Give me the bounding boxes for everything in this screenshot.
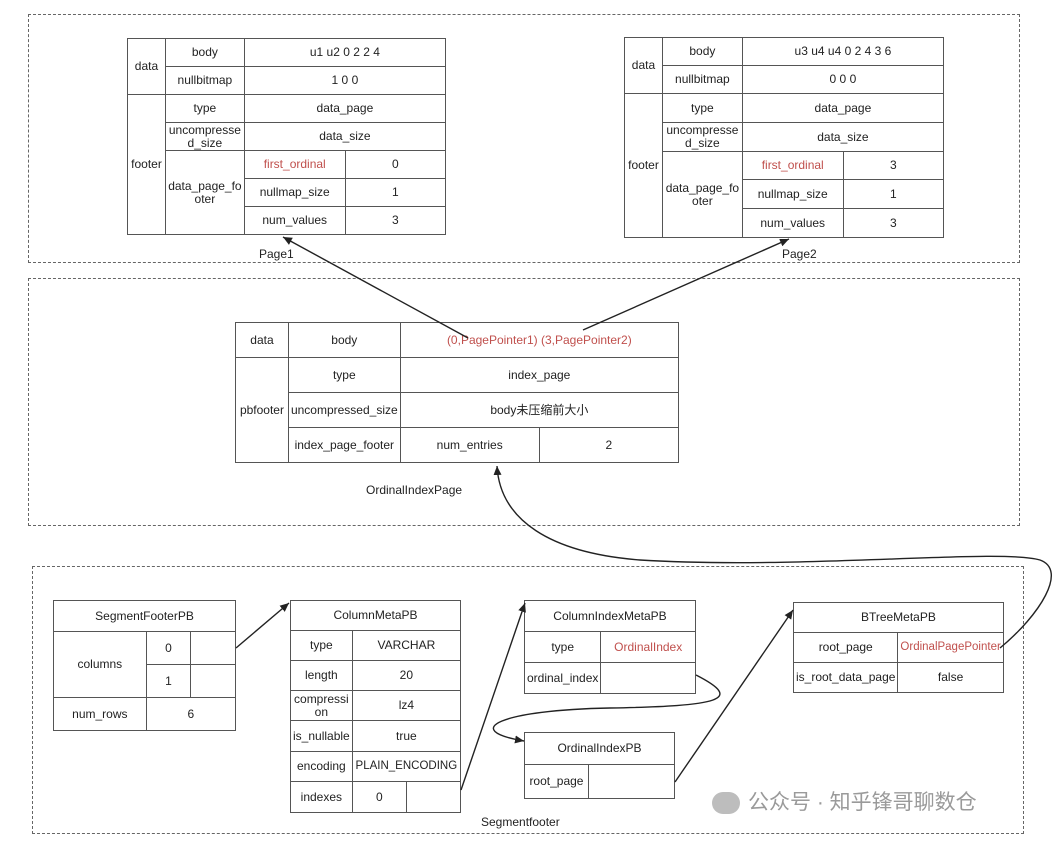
btpb-is-root-data-page-key: is_root_data_page: [792, 662, 899, 693]
arrow-pointer1-to-page1: [282, 236, 469, 339]
arrow-rootpage-to-btreemeta: [674, 609, 794, 783]
cmpb-indexes-ptr: [405, 781, 462, 813]
page2-num-values-key: num_values: [741, 208, 844, 238]
index-type-key: type: [287, 357, 401, 393]
page2-label: Page2: [782, 247, 817, 261]
index-uncompressed-value: body未压缩前大小: [399, 392, 680, 428]
btpb-title: BTreeMetaPB: [793, 602, 1004, 633]
page2-uncompressed-value: data_size: [741, 122, 945, 152]
index-page-table: data body (0,PagePointer1) (3,PagePointe…: [235, 322, 680, 463]
page1-label: Page1: [259, 247, 294, 261]
page2-body-value: u3 u4 u4 0 2 4 3 6: [741, 37, 945, 66]
page1-nullmap-size-value: 1: [344, 178, 447, 207]
page1-nullbitmap-key: nullbitmap: [164, 66, 245, 95]
page1-uncompressed-key: uncompressed_size: [164, 122, 245, 151]
sfpb-title: SegmentFooterPB: [53, 600, 236, 632]
page2-dpf-key: data_page_footer: [661, 151, 743, 238]
cmpb-indexes-value: 0: [351, 781, 407, 813]
cimpb-type-key: type: [523, 631, 602, 663]
arrow-indexes-to-columnindexmeta: [460, 602, 526, 791]
page2-nullmap-size-value: 1: [842, 179, 945, 209]
page1-type-key: type: [164, 94, 245, 123]
page1-table: data body u1 u2 0 2 2 4 nullbitmap 1 0 0…: [127, 38, 447, 235]
index-num-entries-value: 2: [538, 427, 680, 463]
cmpb-compression-key: compression: [290, 690, 353, 721]
segment-footer-pb-table: SegmentFooterPB columns 0 1 num_rows 6: [53, 600, 237, 731]
cmpb-compression-value: lz4: [351, 690, 462, 721]
segment-footer-label: Segmentfooter: [481, 815, 560, 829]
arrow-pointer2-to-page2: [582, 238, 790, 331]
btpb-root-page-value: OrdinalPagePointer: [897, 632, 1004, 663]
index-body-value: (0,PagePointer1) (3,PagePointer2): [399, 322, 680, 358]
cmpb-title: ColumnMetaPB: [290, 600, 461, 631]
sfpb-col0-ptr: [190, 631, 236, 665]
page2-type-key: type: [661, 93, 743, 123]
page2-table: data body u3 u4 u4 0 2 4 3 6 nullbitmap …: [624, 37, 945, 238]
btpb-is-root-data-page-value: false: [897, 662, 1004, 693]
page2-nullmap-size-key: nullmap_size: [741, 179, 844, 209]
index-page-label: OrdinalIndexPage: [366, 483, 463, 497]
page1-num-values-key: num_values: [243, 206, 346, 235]
watermark-text: 公众号 · 知乎锋哥聊数仓: [748, 791, 977, 814]
cmpb-indexes-key: indexes: [290, 781, 353, 813]
cmpb-is-nullable-value: true: [351, 720, 462, 752]
page1-uncompressed-value: data_size: [243, 122, 447, 151]
watermark: 公众号 · 知乎锋哥聊数仓: [712, 786, 977, 816]
arrow-columns-to-columnmeta: [235, 602, 290, 649]
page1-nullbitmap-value: 1 0 0: [243, 66, 447, 95]
arrow-btree-rootpage-to-indexpage: [493, 465, 1052, 649]
index-pbfooter-label: pbfooter: [235, 357, 289, 463]
page1-type-value: data_page: [243, 94, 447, 123]
cimpb-ordinal-index-key: ordinal_index: [523, 662, 602, 694]
sfpb-columns-key: columns: [53, 631, 147, 698]
cmpb-length-value: 20: [351, 660, 462, 691]
index-page-frame: [28, 278, 1020, 526]
btree-meta-pb-table: BTreeMetaPB root_page OrdinalPagePointer…: [792, 602, 1004, 693]
pages-frame: [28, 14, 1020, 263]
sfpb-num-rows-value: 6: [145, 697, 237, 731]
page1-data-label: data: [127, 38, 166, 95]
page2-num-values-value: 3: [842, 208, 945, 238]
segment-footer-frame: [32, 566, 1024, 834]
column-index-meta-pb-table: ColumnIndexMetaPB type OrdinalIndex ordi…: [523, 600, 696, 694]
page2-first-ordinal-value: 3: [842, 151, 945, 180]
page1-dpf-key: data_page_footer: [164, 150, 245, 235]
btpb-root-page-key: root_page: [792, 632, 899, 663]
ordinal-index-pb-table: OrdinalIndexPB root_page: [524, 732, 676, 799]
page2-footer-label: footer: [624, 93, 663, 238]
sfpb-col1-ptr: [190, 664, 236, 698]
index-ipf-key: index_page_footer: [287, 427, 401, 463]
oipb-root-page-ptr: [587, 764, 676, 799]
page1-footer-label: footer: [127, 94, 166, 235]
arrow-ordinalindex-to-ordinalindexpb: [492, 674, 721, 744]
cmpb-length-key: length: [290, 660, 353, 691]
sfpb-col1: 1: [145, 664, 192, 698]
page1-num-values-value: 3: [344, 206, 447, 235]
cimpb-ordinal-index-ptr: [600, 662, 696, 694]
cmpb-is-nullable-key: is_nullable: [290, 720, 353, 752]
oipb-title: OrdinalIndexPB: [524, 732, 675, 765]
page1-body-value: u1 u2 0 2 2 4: [243, 38, 447, 67]
column-meta-pb-table: ColumnMetaPB type VARCHAR length 20 comp…: [290, 600, 462, 813]
cmpb-encoding-key: encoding: [290, 751, 353, 782]
cimpb-title: ColumnIndexMetaPB: [524, 600, 696, 632]
oipb-root-page-key: root_page: [524, 764, 589, 799]
page2-type-value: data_page: [741, 93, 945, 123]
wechat-icon: [712, 792, 740, 815]
page2-data-label: data: [624, 37, 663, 94]
